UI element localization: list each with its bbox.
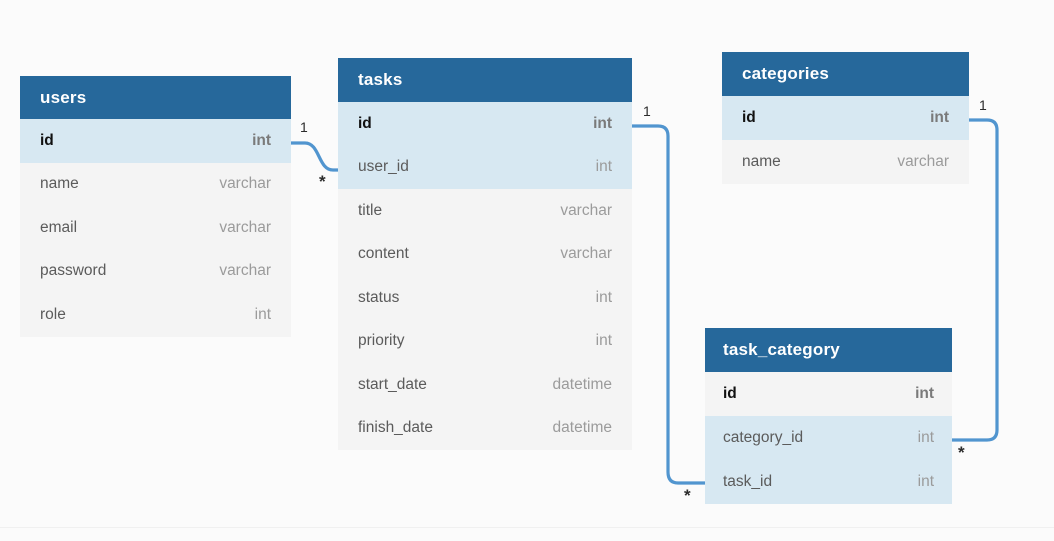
- connector-users-tasks: [289, 141, 347, 172]
- column-type: int: [254, 305, 271, 323]
- table-row[interactable]: id int: [338, 102, 632, 146]
- column-type: varchar: [219, 218, 271, 236]
- table-row[interactable]: role int: [20, 293, 291, 337]
- column-name: user_id: [358, 158, 409, 176]
- table-row[interactable]: email varchar: [20, 206, 291, 250]
- table-row[interactable]: name varchar: [722, 140, 969, 184]
- table-row[interactable]: task_id int: [705, 460, 952, 504]
- table-row[interactable]: content varchar: [338, 232, 632, 276]
- table-row[interactable]: name varchar: [20, 162, 291, 206]
- table-row[interactable]: id int: [705, 372, 952, 416]
- table-title-users: users: [40, 87, 87, 107]
- table-row[interactable]: title varchar: [338, 189, 632, 233]
- table-row[interactable]: category_id int: [705, 416, 952, 460]
- column-type: varchar: [560, 245, 612, 263]
- column-name: id: [40, 131, 54, 149]
- table-header-task-category: task_category: [705, 328, 952, 372]
- column-name: finish_date: [358, 419, 433, 437]
- table-row[interactable]: status int: [338, 276, 632, 320]
- column-type: int: [930, 109, 949, 126]
- table-row[interactable]: start_date datetime: [338, 363, 632, 407]
- column-name: email: [40, 218, 78, 236]
- column-name: id: [742, 109, 756, 126]
- column-name: status: [358, 288, 400, 306]
- table-header-users: users: [20, 76, 291, 119]
- column-type: int: [917, 473, 934, 490]
- column-type: int: [252, 131, 271, 149]
- entity-table-tasks[interactable]: tasks id int user_id int title varchar c…: [338, 58, 632, 450]
- entity-table-users[interactable]: users id int name varchar email varchar …: [20, 76, 291, 337]
- cardinality-task-category-task-many: *: [684, 486, 691, 505]
- column-name: password: [40, 262, 107, 280]
- table-title-tasks: tasks: [358, 70, 403, 89]
- column-type: varchar: [219, 262, 271, 280]
- column-name: id: [358, 114, 372, 132]
- column-type: varchar: [219, 175, 271, 193]
- column-type: int: [917, 429, 934, 446]
- column-type: int: [595, 158, 612, 176]
- column-type: int: [595, 288, 612, 306]
- cardinality-tasks-one: 1: [643, 103, 651, 119]
- column-type: int: [915, 385, 934, 402]
- cardinality-categories-one: 1: [979, 97, 987, 113]
- table-row[interactable]: priority int: [338, 319, 632, 363]
- column-type: int: [593, 114, 612, 132]
- table-header-tasks: tasks: [338, 58, 632, 102]
- entity-table-categories[interactable]: categories id int name varchar: [722, 52, 969, 184]
- column-type: int: [595, 332, 612, 350]
- column-name: start_date: [358, 375, 427, 393]
- column-name: task_id: [723, 473, 773, 490]
- table-row[interactable]: password varchar: [20, 249, 291, 293]
- table-row[interactable]: user_id int: [338, 145, 632, 189]
- cardinality-task-category-cat-many: *: [958, 443, 965, 462]
- column-type: datetime: [552, 419, 612, 437]
- column-name: title: [358, 201, 383, 219]
- column-name: role: [40, 305, 66, 323]
- column-name: name: [40, 175, 79, 193]
- column-name: content: [358, 245, 409, 263]
- table-row[interactable]: id int: [20, 119, 291, 163]
- table-title-task-category: task_category: [723, 340, 840, 359]
- column-name: priority: [358, 332, 405, 350]
- column-type: varchar: [560, 201, 612, 219]
- column-name: category_id: [723, 429, 804, 446]
- connector-tasks-task-category: [630, 124, 714, 485]
- cardinality-tasks-many: *: [319, 172, 326, 191]
- entity-table-task-category[interactable]: task_category id int category_id int tas…: [705, 328, 952, 504]
- table-header-categories: categories: [722, 52, 969, 96]
- column-type: varchar: [897, 153, 949, 170]
- bottom-divider: [0, 527, 1054, 528]
- table-row[interactable]: finish_date datetime: [338, 406, 632, 450]
- column-type: datetime: [552, 375, 612, 393]
- column-name: name: [742, 153, 781, 170]
- cardinality-users-one: 1: [300, 119, 308, 135]
- table-title-categories: categories: [742, 64, 830, 83]
- table-row[interactable]: id int: [722, 96, 969, 140]
- column-name: id: [723, 385, 737, 402]
